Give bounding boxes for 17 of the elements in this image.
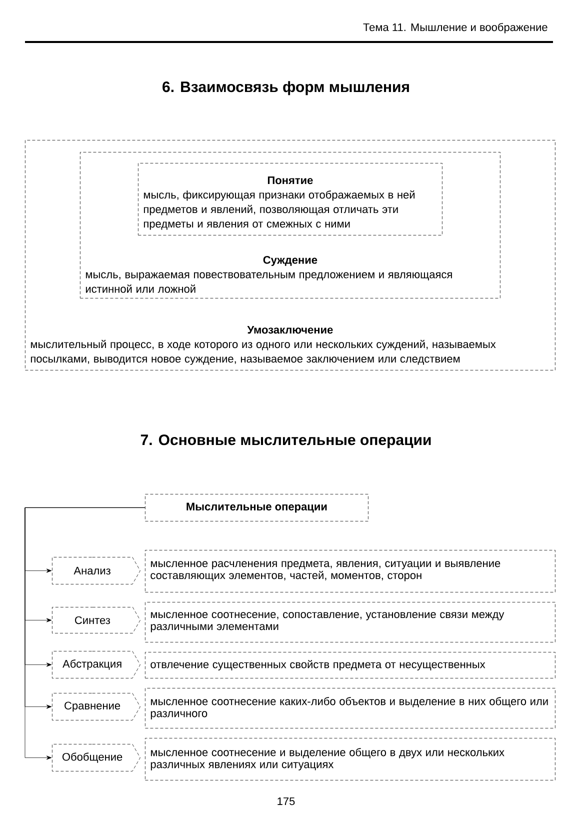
definition-box: Понятие мысль, фиксирующая признаки отображаемых в ней предметов и явлений, позволяющая отличать эти предметы и явления от смежных с ними [138,163,442,236]
operation-box: Абстракция [52,651,140,678]
description-box: мысленное расчленения предмета, явления, ситуации и выявление составляющих элементов, частей, моментов, сторон [145,550,556,592]
description-box: отвлечение существенных свойств предмета от несущественных [145,652,556,678]
arrow [24,508,146,760]
description-box: мысленное соотнесение, сопоставление, установление связи между различными элементами [145,602,556,642]
running-header: Тема 11. Мышление и воображение [363,22,548,34]
heading-box: Мыслительные операции [145,494,368,522]
description-box: мысленное соотнесение каких-либо объектов и выделение в них общего или различного [145,688,556,728]
operation-box: Синтез [52,607,140,634]
description-box: мысленное соотнесение и выделение общего в двух или нескольких различных явлениях или ситуациях [145,738,556,780]
operation-box: Обобщение [52,744,140,772]
operation-box: Анализ [52,557,140,584]
section-title: 6. Взаимосвязь форм мышления [162,81,409,96]
page-number: 175 [278,797,295,806]
section-title: 7. Основные мыслительные операции [140,434,431,448]
operation-box: Сравнение [52,693,140,720]
